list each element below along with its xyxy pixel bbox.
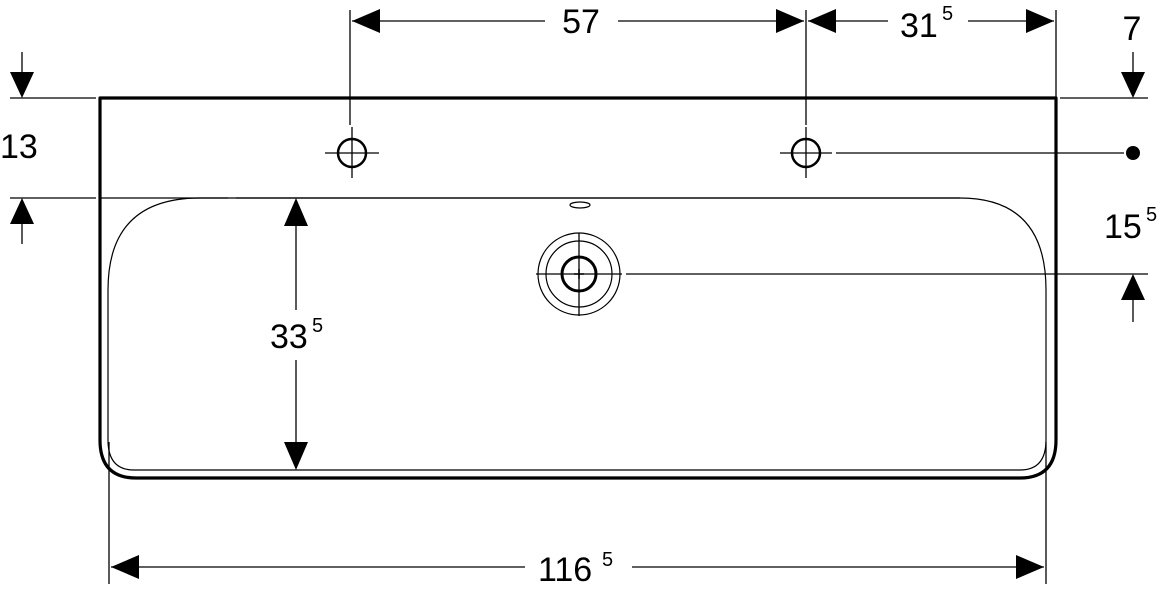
svg-text:116: 116: [538, 551, 592, 589]
dim-31-main: 31: [900, 7, 938, 45]
drain: [536, 232, 622, 316]
dim-31-sup: 5: [942, 3, 953, 25]
dim-15-main: 15: [1104, 208, 1142, 246]
dim-overall-width: 116 5: [111, 549, 1044, 589]
dim-57-main: 57: [562, 3, 600, 41]
tap-hole-left: [325, 127, 379, 178]
dim-15-sup: 5: [1146, 204, 1157, 226]
svg-text:7: 7: [1123, 10, 1142, 48]
svg-text:13: 13: [0, 128, 38, 166]
dim-116-sup: 5: [602, 549, 613, 571]
dim-tap-spacing: 57: [352, 3, 804, 41]
dim-tap-to-edge: 31 5: [808, 3, 1054, 45]
svg-text:15: 15: [1104, 208, 1142, 246]
svg-text:5: 5: [312, 315, 323, 337]
svg-text:57: 57: [562, 3, 600, 41]
dim-basin-depth: 33 5: [270, 198, 323, 470]
svg-text:33: 33: [270, 318, 308, 356]
dim-33-main: 33: [270, 318, 308, 356]
dim-drain-offset: 15 5: [1104, 204, 1157, 246]
dim-116-main: 116: [538, 551, 592, 589]
dim-13-main: 13: [0, 128, 38, 166]
dim-top-offset: 7: [1121, 10, 1145, 322]
svg-text:5: 5: [602, 549, 613, 571]
overflow-slot: [569, 201, 591, 209]
basin-outline: [98, 96, 1058, 480]
bowl-outline: [107, 197, 1047, 471]
svg-text:5: 5: [1146, 204, 1157, 226]
dim-33-sup: 5: [312, 315, 323, 337]
dim-rim-depth: 13: [0, 52, 96, 244]
dim-7-main: 7: [1123, 10, 1142, 48]
tap-hole-right: [780, 127, 832, 178]
svg-text:31: 31: [900, 7, 938, 45]
centerline-marker: [1126, 146, 1140, 160]
svg-text:5: 5: [942, 3, 953, 25]
